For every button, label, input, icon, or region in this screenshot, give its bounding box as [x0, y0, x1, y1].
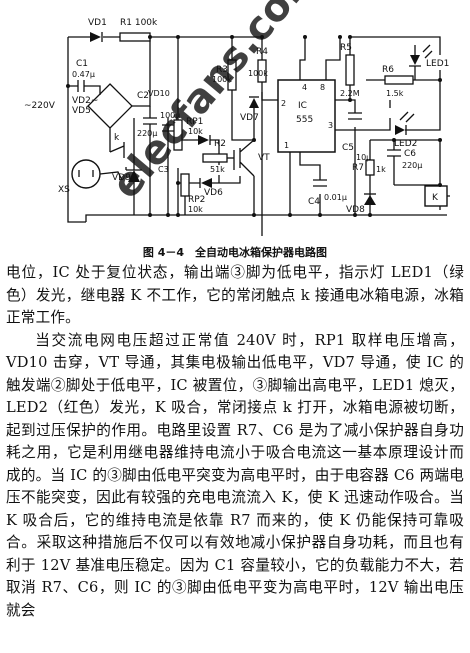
label-r2-value: 51k	[210, 165, 225, 174]
label-r3-value: 100k	[212, 75, 232, 84]
label-c3: C3	[158, 165, 169, 174]
vd10-zener-symbol	[198, 135, 211, 145]
figure-caption: 图 4－4 全自动电冰箱保护器电路图	[142, 246, 328, 259]
label-r2: R2	[214, 139, 226, 149]
label-ic-part: 555	[296, 115, 313, 125]
vd9-zener-symbol	[125, 167, 142, 182]
label-vd8: VD8	[346, 205, 365, 215]
paragraph-2: 当交流电网电压超过正常值 240V 时，RP1 取样电压增高，VD10 击穿，V…	[6, 331, 464, 619]
vd6-diode-symbol	[199, 178, 212, 188]
c2-capacitor-symbol	[143, 117, 157, 125]
paragraph-1: 电位，IC 处于复位状态，输出端③脚为低电平，指示灯 LED1（绿色）发光，继电…	[6, 264, 464, 326]
label-r3: R3	[216, 65, 228, 75]
label-r7-value: 1k	[376, 165, 386, 174]
rp1-potentiometer-symbol	[173, 119, 183, 151]
label-vd2: VD2~	[72, 96, 98, 106]
label-c6: C6	[404, 149, 416, 159]
label-relay-k: K	[432, 193, 439, 203]
c1-capacitor-symbol	[77, 80, 85, 92]
label-k-contact: k	[114, 133, 120, 143]
label-vd1: VD1	[88, 18, 107, 28]
r5-resistor-symbol	[345, 54, 355, 86]
label-rp2-value: 10k	[188, 205, 203, 214]
label-rp1: RP1	[186, 117, 203, 127]
label-led2: LED2	[394, 139, 417, 149]
label-mains: ~220V	[24, 101, 56, 111]
label-vd5: VD5	[72, 106, 91, 116]
label-c2: C2	[137, 91, 149, 101]
label-ic-pin8: 8	[320, 83, 325, 92]
vd7-diode-symbol	[249, 96, 259, 108]
relay-contact-k	[109, 142, 125, 158]
led1-symbol	[409, 44, 433, 80]
circuit-diagram: VD1 R1 100k C1 0.47μ VD2~ VD5 ~220V C2 2…	[24, 0, 450, 236]
label-r4: R4	[256, 47, 268, 57]
vd1-diode-symbol	[90, 32, 103, 42]
vd8-diode-symbol	[364, 193, 376, 205]
label-ic-pin3: 3	[328, 121, 333, 130]
label-rp1-value: 10k	[188, 127, 203, 136]
label-xs: XS	[58, 185, 70, 195]
r7-resistor-symbol	[365, 159, 375, 176]
c4-capacitor-symbol	[313, 179, 327, 187]
label-vt: VT	[258, 153, 270, 163]
label-r6-value: 1.5k	[386, 89, 404, 98]
label-c3-value: 100μ	[160, 111, 180, 120]
label-r5-value: 2.2M	[340, 89, 360, 98]
relay-k-coil	[424, 185, 448, 207]
label-vd7: VD7	[240, 113, 259, 123]
label-r7: R7	[352, 163, 364, 173]
label-c1: C1	[76, 59, 88, 69]
label-c4: C4	[308, 197, 320, 207]
label-rp2: RP2	[188, 195, 205, 205]
rp2-potentiometer-symbol	[180, 173, 190, 197]
vt-transistor-symbol	[228, 150, 235, 170]
label-r5: R5	[340, 43, 352, 53]
label-vd9: VD9	[112, 173, 131, 183]
label-ic: IC	[298, 101, 307, 111]
r2-resistor-symbol	[202, 153, 228, 163]
r6-resistor-symbol	[384, 75, 414, 85]
junction-dots	[66, 35, 442, 217]
label-vd10: VD10	[148, 89, 170, 98]
ic-555-block	[277, 79, 336, 153]
c5-capacitor-symbol	[348, 112, 362, 120]
label-ic-pin2: 2	[281, 99, 286, 108]
label-c2-value: 220μ	[137, 129, 157, 138]
label-c5: C5	[342, 143, 354, 153]
r1-resistor-symbol	[119, 32, 151, 42]
label-c4-value: 0.01μ	[324, 193, 347, 202]
label-r4-value: 100k	[248, 69, 268, 78]
label-vd6: VD6	[204, 188, 223, 198]
c6-capacitor-symbol	[387, 149, 401, 157]
label-led1: LED1	[426, 59, 449, 69]
led2-symbol	[395, 111, 415, 135]
label-c6-value: 220μ	[402, 161, 422, 170]
r4-resistor-symbol	[257, 59, 267, 83]
label-r1: R1 100k	[120, 18, 158, 28]
label-r6: R6	[382, 65, 394, 75]
label-ic-pin4: 4	[302, 83, 307, 92]
article-body: 电位，IC 处于复位状态，输出端③脚为低电平，指示灯 LED1（绿色）发光，继电…	[6, 262, 464, 622]
xs-socket-symbol	[71, 159, 123, 189]
c3-capacitor-symbol	[162, 124, 174, 132]
label-ic-pin1: 1	[284, 141, 289, 150]
label-c5-value: 10μ	[356, 153, 371, 162]
r3-resistor-symbol	[227, 59, 237, 91]
label-c1-value: 0.47μ	[72, 70, 95, 79]
